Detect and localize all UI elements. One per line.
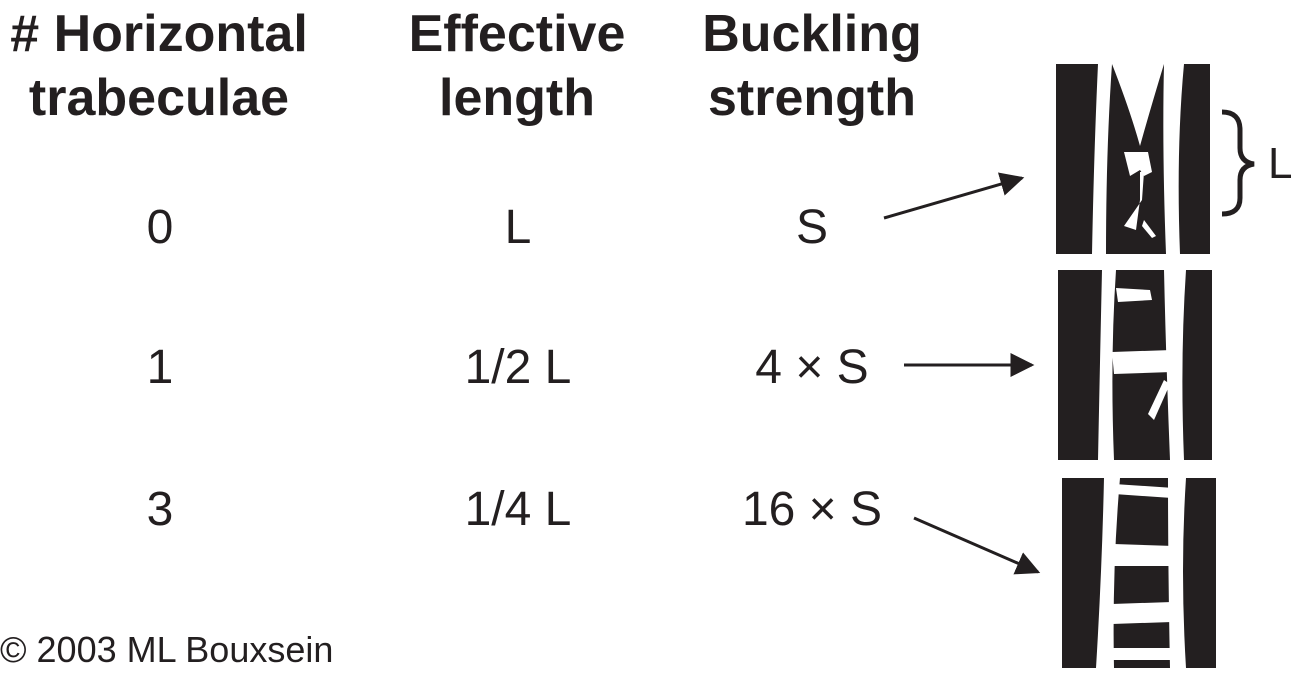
header-line: length bbox=[439, 69, 595, 127]
row-0-length: L bbox=[504, 201, 532, 254]
row-1-length: 1/2 L bbox=[464, 341, 572, 394]
trabecula-panel-0 bbox=[1056, 64, 1210, 254]
row-1-strength: 4 × S bbox=[755, 341, 869, 394]
bracket-length-label: L bbox=[1268, 139, 1293, 188]
header-effective-length: Effective length bbox=[398, 2, 636, 130]
length-bracket bbox=[1221, 109, 1255, 217]
row-2-length: 1/4 L bbox=[464, 483, 572, 536]
copyright-notice: © 2003 ML Bouxsein bbox=[0, 629, 334, 670]
arrow-row-0 bbox=[883, 172, 1025, 220]
row-0-trabeculae: 0 bbox=[146, 201, 174, 254]
row-0-strength: S bbox=[795, 201, 828, 254]
row-1-trabeculae: 1 bbox=[146, 341, 174, 394]
trabecula-panel-2 bbox=[1062, 478, 1216, 668]
header-buckling-strength: Buckling strength bbox=[690, 2, 934, 130]
arrow-row-2 bbox=[913, 516, 1041, 575]
row-2-trabeculae: 3 bbox=[146, 483, 174, 536]
header-line: # Horizontal bbox=[10, 5, 308, 63]
row-2-strength: 16 × S bbox=[741, 483, 883, 536]
header-line: strength bbox=[708, 69, 916, 127]
header-horizontal-trabeculae: # Horizontal trabeculae bbox=[0, 2, 318, 130]
header-line: Buckling bbox=[702, 5, 922, 63]
header-line: Effective bbox=[408, 5, 626, 63]
header-line: trabeculae bbox=[28, 69, 290, 127]
trabecula-panel-1 bbox=[1058, 270, 1212, 460]
